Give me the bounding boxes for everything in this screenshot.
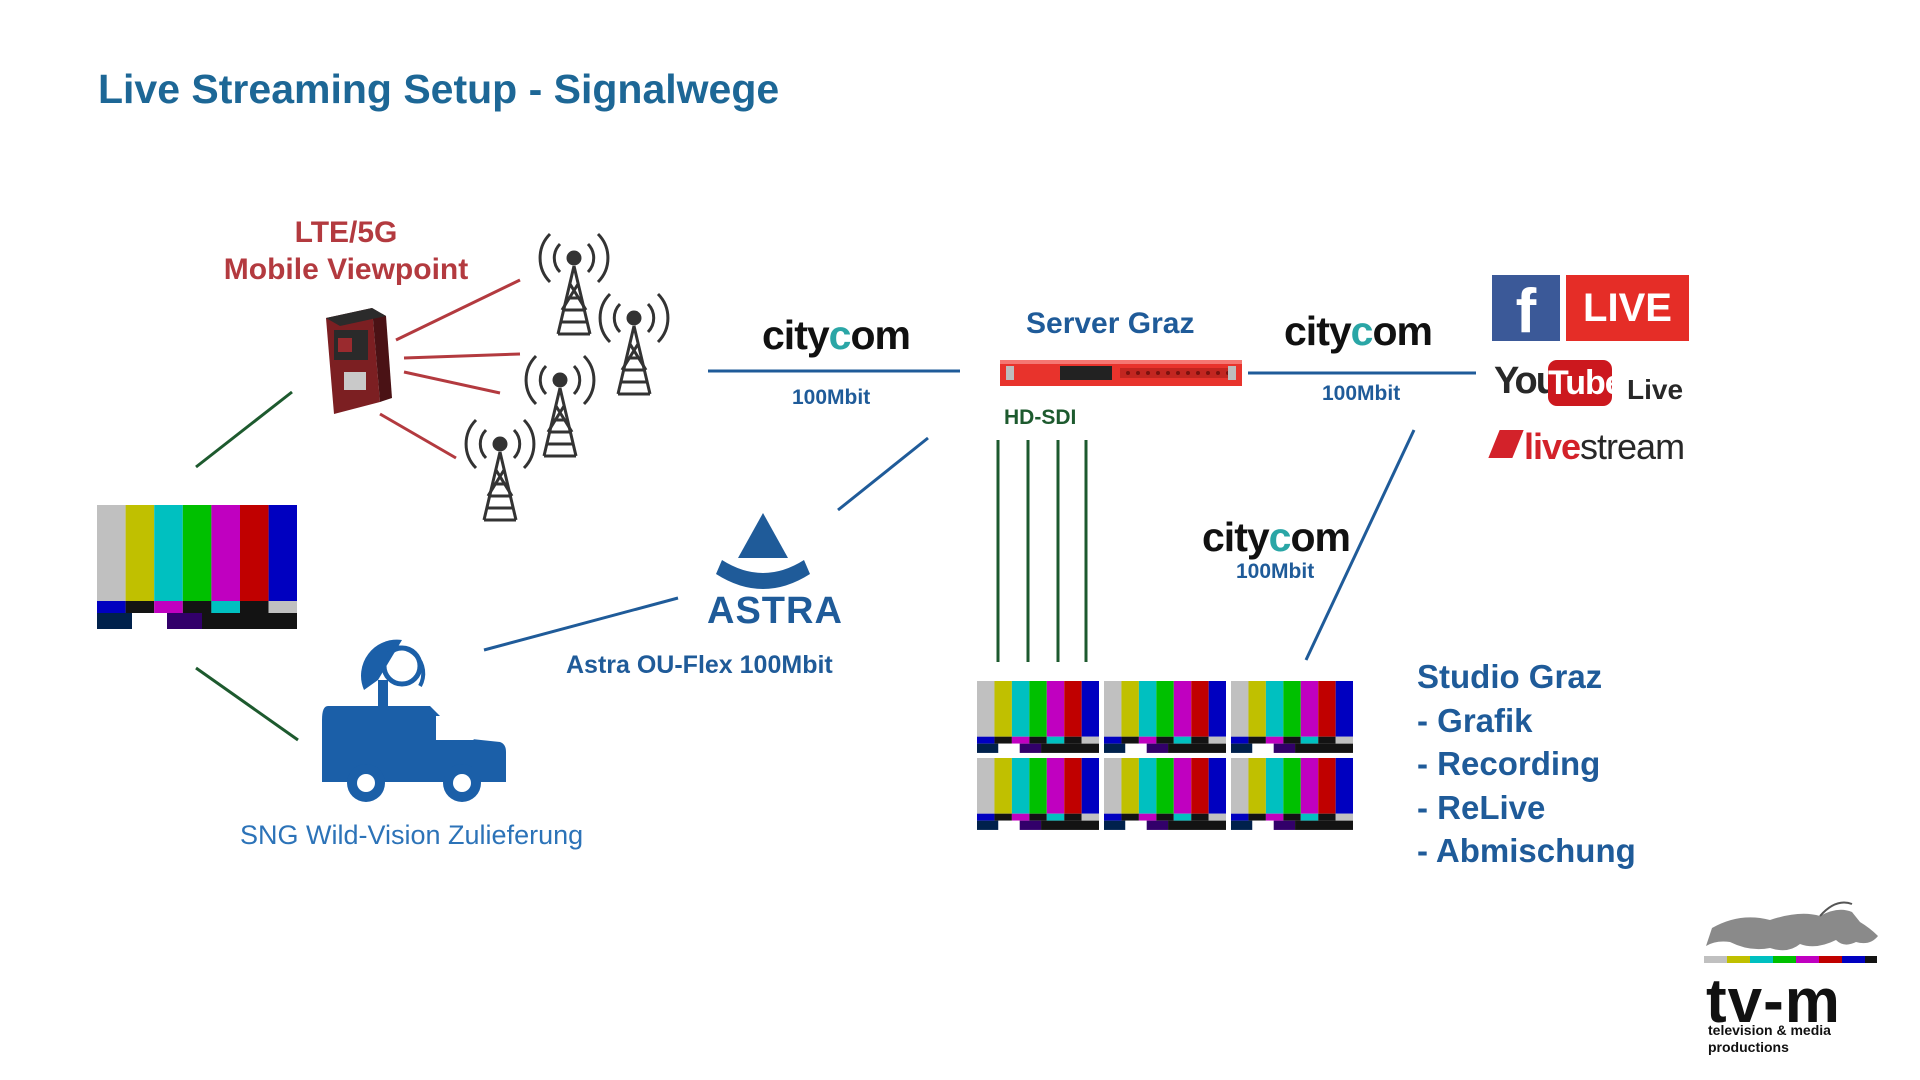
livestream-logo-text: livestream	[1524, 426, 1685, 467]
astra-link-label: Astra OU-Flex 100Mbit	[566, 651, 833, 679]
citycom-logo-studio: citycom	[1202, 514, 1351, 560]
lte-link-4	[379, 412, 457, 460]
satellite-dish-icon	[361, 639, 426, 690]
tvm-brand-name: tv-m	[1706, 967, 1841, 1036]
citycom-link-studio	[1304, 429, 1416, 661]
mobile-viewpoint-label-line2: Mobile Viewpoint	[223, 253, 469, 286]
citycom-logo-left: citycom	[762, 312, 911, 358]
mobile-viewpoint-label-line1: LTE/5G	[294, 216, 398, 249]
studio-item: - Recording	[1417, 745, 1601, 782]
astra-link-server	[837, 436, 929, 512]
studio-title: Studio Graz	[1417, 658, 1603, 695]
youtube-logo-tube: Tube	[1548, 360, 1624, 406]
hdsdi-label: HD-SDI	[1004, 406, 1077, 429]
studio-item: - Abmischung	[1417, 832, 1636, 869]
citycom-logo-right: citycom	[1284, 308, 1433, 354]
server-graz-label: Server Graz	[1026, 307, 1195, 340]
link-bars-to-van	[195, 666, 299, 742]
studio-item: - Grafik	[1417, 702, 1533, 739]
youtube-live-label: Live	[1627, 374, 1684, 405]
lte-link-1	[395, 278, 521, 342]
facebook-live-badge: LIVE	[1566, 275, 1689, 341]
facebook-logo-icon: f	[1492, 275, 1560, 341]
lte-link-3	[403, 370, 501, 395]
astra-logo-text: ASTRA	[707, 590, 843, 632]
sng-label: SNG Wild-Vision Zulieferung	[240, 820, 584, 850]
citycom-bandwidth-studio: 100Mbit	[1236, 560, 1315, 583]
astra-link-van	[483, 596, 679, 652]
link-bars-to-backpack	[195, 390, 293, 469]
tvm-brand-tagline: television & media productions	[1708, 1022, 1831, 1055]
citycom-bandwidth-left: 100Mbit	[792, 386, 871, 409]
page-title: Live Streaming Setup - Signalwege	[98, 66, 780, 112]
lte-link-2	[403, 352, 521, 360]
studio-item: - ReLive	[1417, 789, 1546, 826]
citycom-bandwidth-right: 100Mbit	[1322, 382, 1401, 405]
